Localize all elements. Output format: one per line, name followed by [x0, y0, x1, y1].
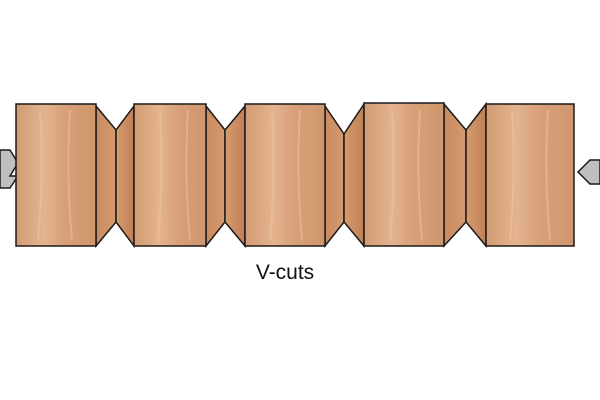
wood-block-5: [485, 103, 575, 247]
wood-block-3: [244, 103, 326, 247]
wood-grain: [37, 109, 551, 241]
wood-block-1: [15, 103, 97, 247]
wood-block-4: [363, 102, 445, 247]
v-cut-2: [205, 103, 246, 249]
v-cut-1: [95, 103, 135, 249]
v-cuts-label: V-cuts: [255, 261, 315, 284]
left-clamp-jaw-icon: [0, 149, 20, 189]
v-cut-3: [324, 101, 365, 249]
wood-block-2: [133, 103, 207, 247]
v-cut-4: [443, 101, 487, 249]
right-clamp-jaw-icon: [576, 159, 600, 185]
